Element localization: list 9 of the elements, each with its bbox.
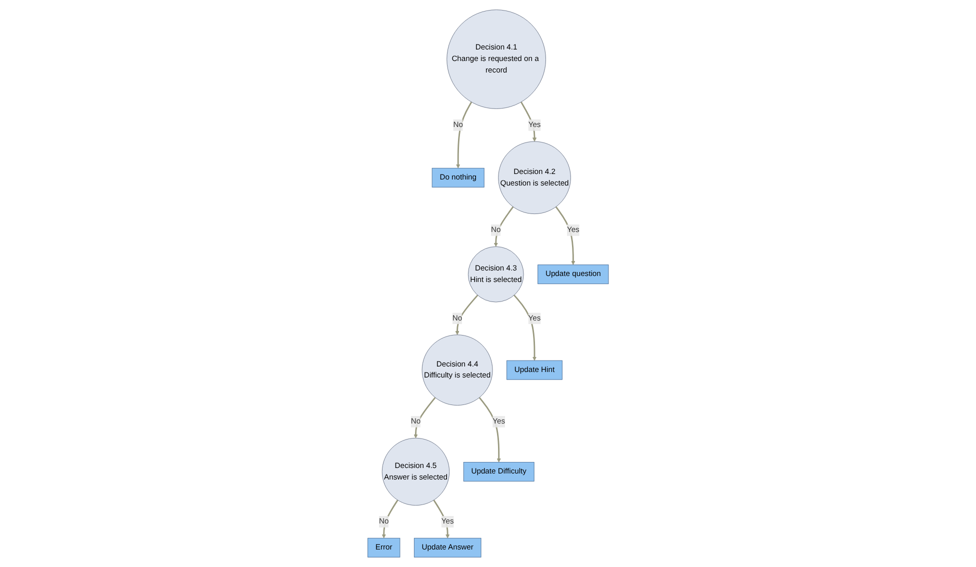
arrow [414,397,436,438]
arrow [433,500,450,538]
arrow [513,294,536,361]
arrow [520,102,536,142]
arrow [455,294,478,336]
arrow [555,206,576,266]
arrow [478,397,501,462]
arrow [456,102,472,168]
arrow [494,206,514,247]
